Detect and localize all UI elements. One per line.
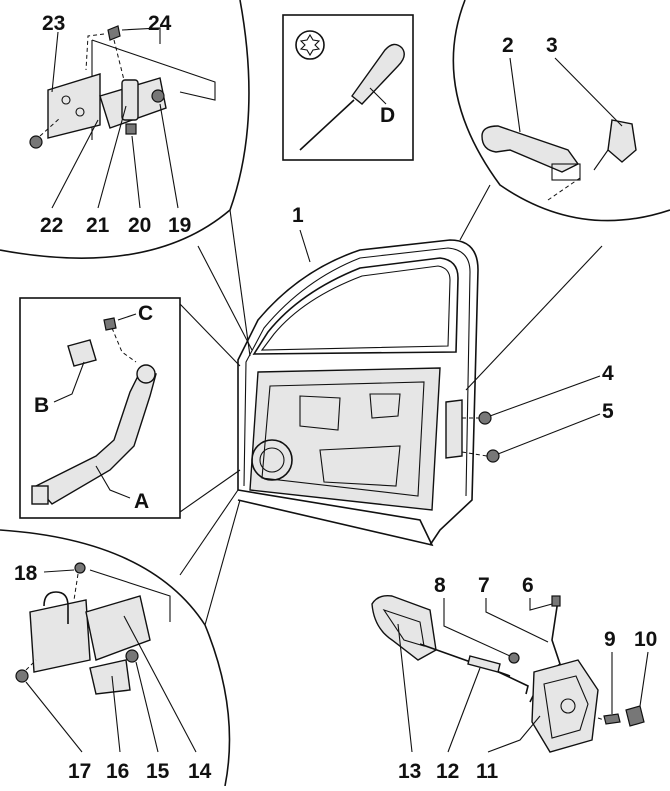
hinge-plate-door bbox=[47, 73, 101, 139]
door-lock-unit bbox=[531, 659, 599, 753]
check-strap-bush bbox=[67, 339, 97, 367]
callout-13: 13 bbox=[398, 760, 421, 783]
leader-lower-hinge-to-door bbox=[179, 489, 239, 576]
callout-2: 2 bbox=[502, 34, 514, 57]
door-bottom-edge bbox=[237, 489, 434, 547]
door-outer-frame bbox=[237, 239, 479, 546]
leader-upper-hinge-to-door bbox=[229, 209, 251, 357]
callout-20: 20 bbox=[128, 214, 151, 237]
speaker-opening bbox=[251, 439, 293, 481]
callout-5: 5 bbox=[602, 400, 614, 423]
callout-15: 15 bbox=[146, 760, 170, 783]
callout-14: 14 bbox=[188, 760, 212, 783]
check-strap-frame bbox=[19, 297, 181, 519]
lower-hinge-cup bbox=[89, 659, 131, 695]
door-check-strap bbox=[34, 371, 157, 505]
rod-sleeve bbox=[467, 655, 501, 673]
striker-plate-10 bbox=[625, 705, 645, 727]
lower-hinge-detail bbox=[0, 489, 241, 787]
inner-door-handle bbox=[371, 594, 437, 661]
outer-handle-detail-outline bbox=[452, 0, 670, 222]
callout-12: 12 bbox=[436, 760, 459, 783]
leader-handle-to-door bbox=[465, 245, 603, 391]
window-frame bbox=[252, 257, 459, 355]
callout-19: 19 bbox=[168, 214, 191, 237]
lock-screw-9 bbox=[603, 713, 621, 725]
check-strap-screw bbox=[103, 317, 117, 331]
screwdriver-handle bbox=[351, 43, 405, 105]
lock-mechanism-group bbox=[371, 594, 649, 753]
lower-hinge-bolt-15 bbox=[125, 649, 139, 663]
door-assembly bbox=[237, 229, 601, 547]
clip-8 bbox=[508, 652, 520, 664]
inner-door-panel bbox=[249, 367, 441, 511]
body-panel-edge bbox=[91, 39, 216, 101]
callout-B: B bbox=[34, 394, 49, 417]
callout-8: 8 bbox=[434, 574, 446, 597]
hinge-pin-housing bbox=[121, 79, 139, 121]
callout-16: 16 bbox=[106, 760, 129, 783]
tool-box-d bbox=[282, 14, 414, 161]
hinge-nut-23 bbox=[29, 135, 43, 149]
callout-10: 10 bbox=[634, 628, 657, 651]
upper-hinge-detail bbox=[0, 0, 253, 357]
callout-18: 18 bbox=[14, 562, 38, 585]
callout-labels: 23 24 22 21 20 19 D 2 3 1 C B A 4 5 18 8… bbox=[14, 12, 657, 783]
callout-A: A bbox=[134, 490, 149, 513]
callout-11: 11 bbox=[476, 760, 499, 783]
screwdriver-shaft bbox=[299, 99, 355, 151]
torx-profile-star bbox=[299, 33, 321, 57]
callout-D: D bbox=[380, 104, 395, 127]
callout-4: 4 bbox=[602, 362, 614, 385]
torx-profile-outer bbox=[295, 30, 325, 60]
tool-box-frame bbox=[282, 14, 414, 161]
lower-hinge-body-plate bbox=[85, 595, 151, 661]
lower-hinge-bolt-18 bbox=[74, 562, 86, 574]
check-strap-box bbox=[19, 297, 241, 519]
door-lock-mount bbox=[445, 399, 463, 459]
lower-hinge-detail-outline bbox=[0, 529, 231, 787]
upper-hinge-detail-outline bbox=[0, 0, 250, 259]
lower-hinge-plate bbox=[29, 599, 91, 673]
callout-1: 1 bbox=[292, 204, 304, 227]
callout-24: 24 bbox=[148, 12, 172, 35]
callout-6: 6 bbox=[522, 574, 534, 597]
leader-strap-to-door bbox=[179, 303, 241, 367]
callout-9: 9 bbox=[604, 628, 616, 651]
callout-23: 23 bbox=[42, 12, 65, 35]
outer-door-handle bbox=[481, 125, 580, 173]
callout-21: 21 bbox=[86, 214, 110, 237]
lock-bolt-5 bbox=[486, 449, 500, 463]
lock-bolt-4 bbox=[478, 411, 492, 425]
outer-handle-detail bbox=[452, 0, 670, 391]
callout-22: 22 bbox=[40, 214, 63, 237]
callout-3: 3 bbox=[546, 34, 558, 57]
hinge-bolt-19 bbox=[151, 89, 165, 103]
lower-hinge-nut-17 bbox=[15, 669, 29, 683]
lock-cylinder-cap bbox=[607, 119, 637, 163]
callout-7: 7 bbox=[478, 574, 490, 597]
callout-C: C bbox=[138, 302, 153, 325]
hinge-bolt-24 bbox=[107, 25, 121, 41]
cable-end-6 bbox=[551, 595, 561, 607]
lower-body-panel-edge bbox=[89, 569, 171, 622]
callout-17: 17 bbox=[68, 760, 91, 783]
hinge-bush-20 bbox=[125, 123, 137, 135]
